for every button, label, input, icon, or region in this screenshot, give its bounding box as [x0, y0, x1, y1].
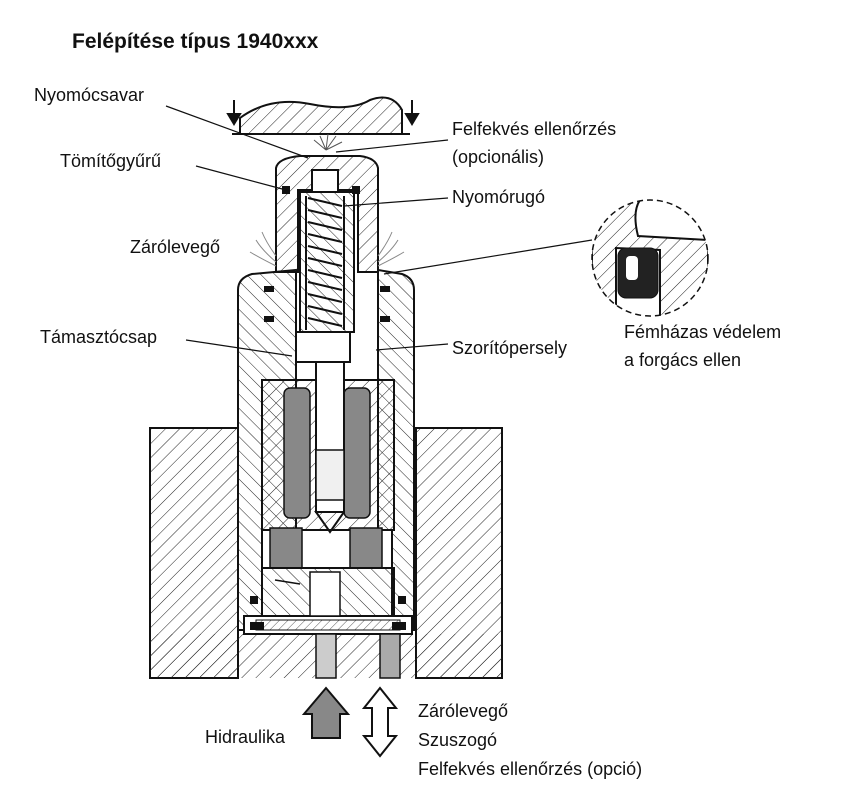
label-femhazas-vedelem: Fémházas védelem [624, 322, 782, 342]
label-tamasztocsap: Támasztócsap [40, 327, 158, 347]
label-szuszogo: Szuszogó [418, 730, 498, 750]
detail-view [591, 199, 709, 317]
label-nyomocsavar: Nyomócsavar [34, 85, 145, 105]
diagram-title: Felépítése típus 1940xxx [72, 30, 319, 53]
ports [315, 633, 401, 679]
label-forgacs-ellen: a forgács ellen [624, 350, 742, 370]
label-nyomorugo: Nyomórugó [452, 187, 546, 207]
label-zarolevego: Zárólevegő [130, 237, 221, 257]
label-felfekves-ellenorzes: Felfekvés ellenőrzés [452, 119, 617, 139]
contact-check-sparks [313, 133, 343, 151]
compression-spring [305, 169, 345, 330]
label-zarolevego-port: Zárólevegő [418, 701, 509, 721]
label-opcionalis: (opcionális) [452, 147, 545, 167]
workpiece [232, 96, 410, 135]
label-szoritopersely: Szorítópersely [452, 338, 568, 358]
label-felfekves-opcio: Felfekvés ellenőrzés (opció) [418, 759, 643, 779]
clamping-force-arrows [226, 100, 420, 126]
upper-sleeve [275, 155, 379, 273]
hydraulic-arrow [301, 686, 351, 739]
piston-body [261, 361, 395, 617]
label-hidraulika: Hidraulika [205, 727, 286, 747]
air-bidirectional-arrow [361, 686, 399, 758]
air-puff-left [249, 231, 277, 267]
leader-lines [165, 105, 593, 357]
base-block [149, 427, 503, 679]
label-tomitogyuru: Tömítőgyűrű [60, 151, 162, 171]
air-puff-right [377, 231, 405, 267]
